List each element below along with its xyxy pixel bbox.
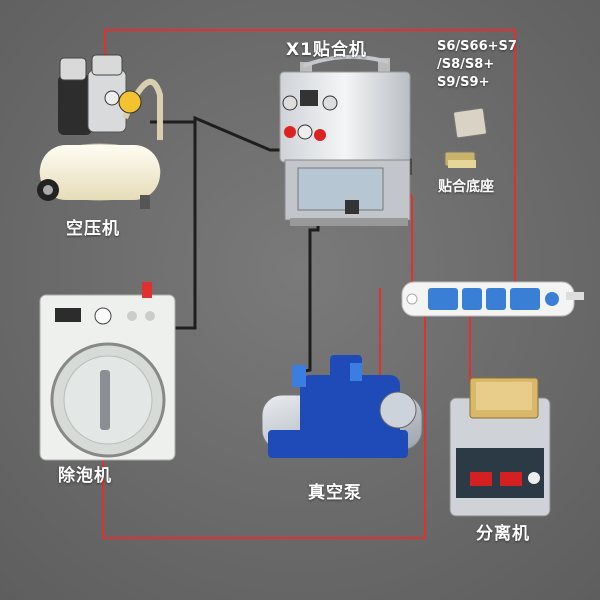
hose-compressor-bubble [172,122,197,330]
vacuum-pump-machine [261,355,423,458]
air-compressor [37,54,163,209]
power-strip [401,281,584,317]
separator-label: 分离机 [476,524,530,544]
bubble-remover-label: 除泡机 [58,466,112,486]
separator-machine [449,377,551,517]
vacuum-pump-label: 真空泵 [308,483,362,503]
bubble-remover-machine [39,282,176,461]
mould-base-parts [444,107,487,168]
model-line-3: S9/S9+ [437,75,490,90]
supported-models: S6/S66+S7 /S8/S8+ S9/S9+ [437,38,532,92]
laminator-label: X1贴合机 [286,40,367,60]
power-wire-bubble [102,310,426,539]
mould-base-label: 贴合底座 [438,179,494,195]
laminator-machine [279,54,411,226]
compressor-label: 空压机 [66,219,120,239]
model-line-1: S6/S66+S7 [437,39,517,54]
power-wire-loop [104,29,516,288]
model-line-2: /S8/S8+ [437,57,495,72]
